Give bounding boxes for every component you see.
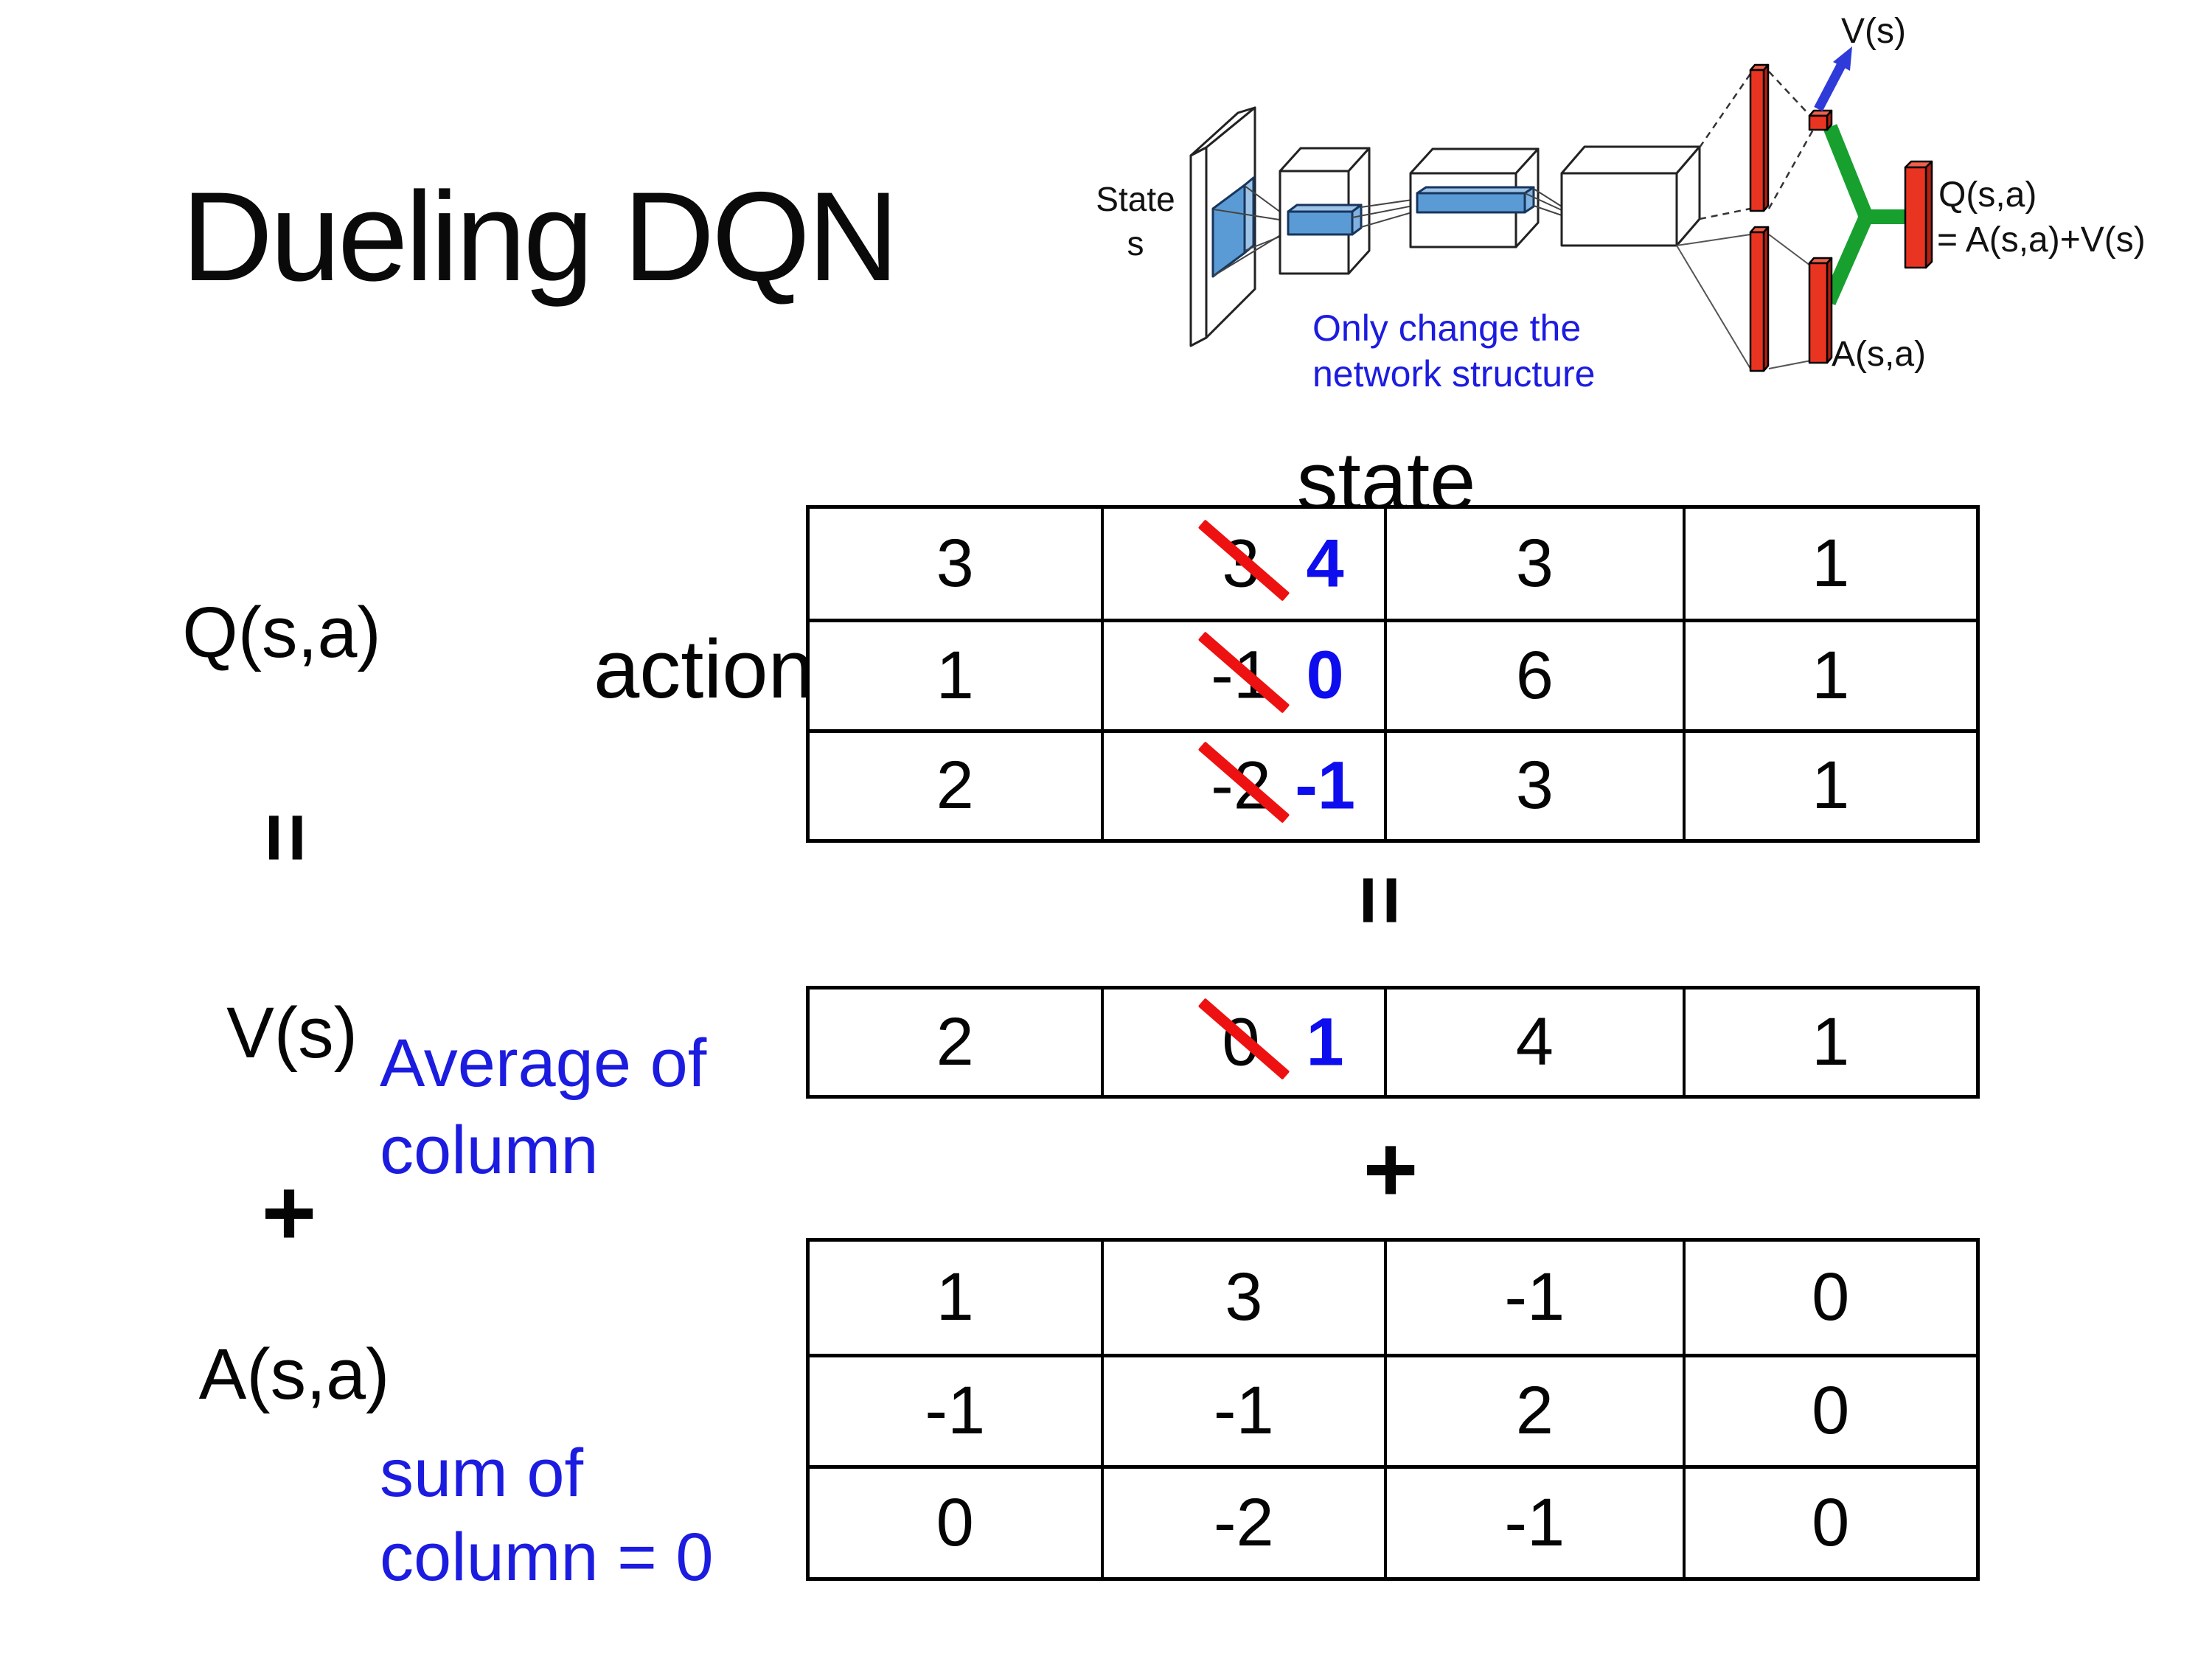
cell-value: -1 — [1504, 1259, 1565, 1335]
cell-value: 0 — [1812, 1373, 1850, 1449]
cell-value: 1 — [936, 637, 974, 713]
v-cell: 4 — [1384, 990, 1682, 1095]
conv-filter-icon — [1211, 176, 1255, 278]
v-equation-label: V(s) — [226, 992, 358, 1073]
a-cell: -1 — [1100, 1353, 1385, 1466]
diagram-a-label: A(s,a) — [1832, 335, 1926, 374]
a-cell: 1 — [810, 1242, 1101, 1354]
a-cell: 0 — [1682, 1465, 1976, 1577]
cell-value: 1 — [1812, 748, 1850, 824]
equals-sign-middle: = — [1332, 874, 1429, 926]
v-cell: 2 — [810, 990, 1101, 1095]
cell-value: 6 — [1515, 637, 1554, 713]
a-cell: -2 — [1100, 1465, 1385, 1577]
a-cell: -1 — [1384, 1242, 1682, 1354]
cell-value: 4 — [1515, 1004, 1554, 1079]
cell-value: 1 — [936, 1259, 974, 1335]
q-value-table: 3 3 4 3 1 1 -1 0 6 1 2 -2 -1 3 1 — [806, 505, 1980, 843]
a-cell: 3 — [1100, 1242, 1385, 1354]
cell-value: 1 — [1812, 526, 1850, 602]
diagram-state-s: s — [1127, 224, 1144, 262]
fc-red-bar-bottom-icon — [1749, 226, 1770, 372]
dueling-network-diagram: State s V(s) Q(s,a) = A(s,a)+V(s) A(s,a)… — [1096, 12, 2146, 394]
cell-value: -1 — [925, 1373, 986, 1449]
q-cell: 1 — [1682, 728, 1976, 839]
diagram-note-line2: network structure — [1312, 353, 1595, 394]
q-cell: 3 — [1384, 509, 1682, 619]
q-cell: 2 — [810, 728, 1101, 839]
cell-value: 0 — [1812, 1259, 1850, 1335]
v-cell-struck: 0 1 — [1100, 990, 1385, 1095]
a-cell: 0 — [810, 1465, 1101, 1577]
fc-box-icon — [1560, 145, 1701, 247]
cell-value: 3 — [1225, 1259, 1263, 1335]
q-cell: 6 — [1384, 619, 1683, 729]
diagram-q-label-line1: Q(s,a) — [1938, 175, 2037, 215]
a-cell: 0 — [1682, 1353, 1976, 1466]
diagram-q-label-line2: = A(s,a)+V(s) — [1937, 220, 2146, 260]
projection-lines — [1352, 198, 1418, 228]
q-cell: 3 — [1384, 728, 1683, 839]
v-arrow-icon — [1814, 46, 1852, 112]
q-cell: 1 — [1682, 509, 1976, 619]
cell-value: 2 — [936, 1004, 974, 1079]
equals-sign-left: = — [237, 812, 335, 863]
cell-value: 2 — [936, 748, 974, 824]
average-note-line1: Average of — [380, 1026, 707, 1101]
diagram-v-label: V(s) — [1841, 12, 1906, 51]
advantage-table: 1 3 -1 0 -1 -1 2 0 0 -2 -1 0 — [806, 1238, 1980, 1581]
sum-note-line1: sum of — [380, 1436, 584, 1511]
new-value: 1 — [1306, 1004, 1344, 1079]
sum-note-line2: column = 0 — [380, 1520, 714, 1595]
a-cell: 0 — [1682, 1242, 1976, 1354]
q-cell-struck: -2 -1 — [1100, 728, 1385, 839]
q-cell-struck: 3 4 — [1100, 509, 1385, 619]
plus-sign-middle: + — [1363, 1116, 1419, 1222]
a-vector-bar-icon — [1808, 257, 1833, 364]
average-note-line2: column — [380, 1113, 599, 1188]
cell-value: -1 — [1213, 1373, 1274, 1449]
a-cell: -1 — [810, 1353, 1101, 1466]
feature-bar-2-icon — [1416, 186, 1535, 214]
q-equation-label: Q(s,a) — [182, 592, 381, 672]
cell-value: -1 — [1504, 1485, 1565, 1561]
q-cell: 3 — [810, 509, 1101, 619]
merge-green-icon — [1821, 124, 1905, 306]
q-cell-struck: -1 0 — [1100, 619, 1385, 729]
cell-value: 3 — [936, 526, 974, 602]
feature-bar-1-icon — [1287, 204, 1363, 236]
cell-value: 2 — [1515, 1373, 1554, 1449]
diagram-note-line1: Only change the — [1312, 307, 1581, 349]
q-cell: 1 — [810, 619, 1101, 728]
cell-value: 1 — [1812, 1004, 1850, 1079]
new-value: 0 — [1306, 637, 1344, 713]
diagram-state-label: State — [1096, 180, 1175, 218]
q-cell: 1 — [1682, 619, 1976, 729]
fc-red-bar-top-icon — [1749, 63, 1770, 212]
v-cell: 1 — [1682, 990, 1976, 1095]
a-cell: -1 — [1384, 1465, 1683, 1577]
cell-value: 3 — [1515, 526, 1554, 602]
slide-title: Dueling DQN — [181, 166, 899, 307]
cell-value: 3 — [1515, 748, 1554, 824]
plus-sign-left: + — [261, 1160, 317, 1266]
a-cell: 2 — [1384, 1353, 1683, 1466]
a-equation-label: A(s,a) — [198, 1334, 390, 1414]
cell-value: -2 — [1213, 1485, 1274, 1561]
new-value: -1 — [1295, 748, 1356, 824]
action-axis-label: action — [594, 623, 814, 715]
solid-connectors — [1676, 234, 1812, 369]
dashed-connectors — [1698, 71, 1815, 220]
cell-value: 0 — [936, 1485, 974, 1561]
projection-lines — [1524, 188, 1562, 216]
new-value: 4 — [1306, 526, 1344, 602]
q-output-bar-icon — [1904, 160, 1933, 269]
cell-value: 0 — [1812, 1485, 1850, 1561]
cell-value: 1 — [1812, 637, 1850, 713]
v-node-icon — [1808, 109, 1833, 131]
v-value-table: 2 0 1 4 1 — [806, 986, 1980, 1099]
